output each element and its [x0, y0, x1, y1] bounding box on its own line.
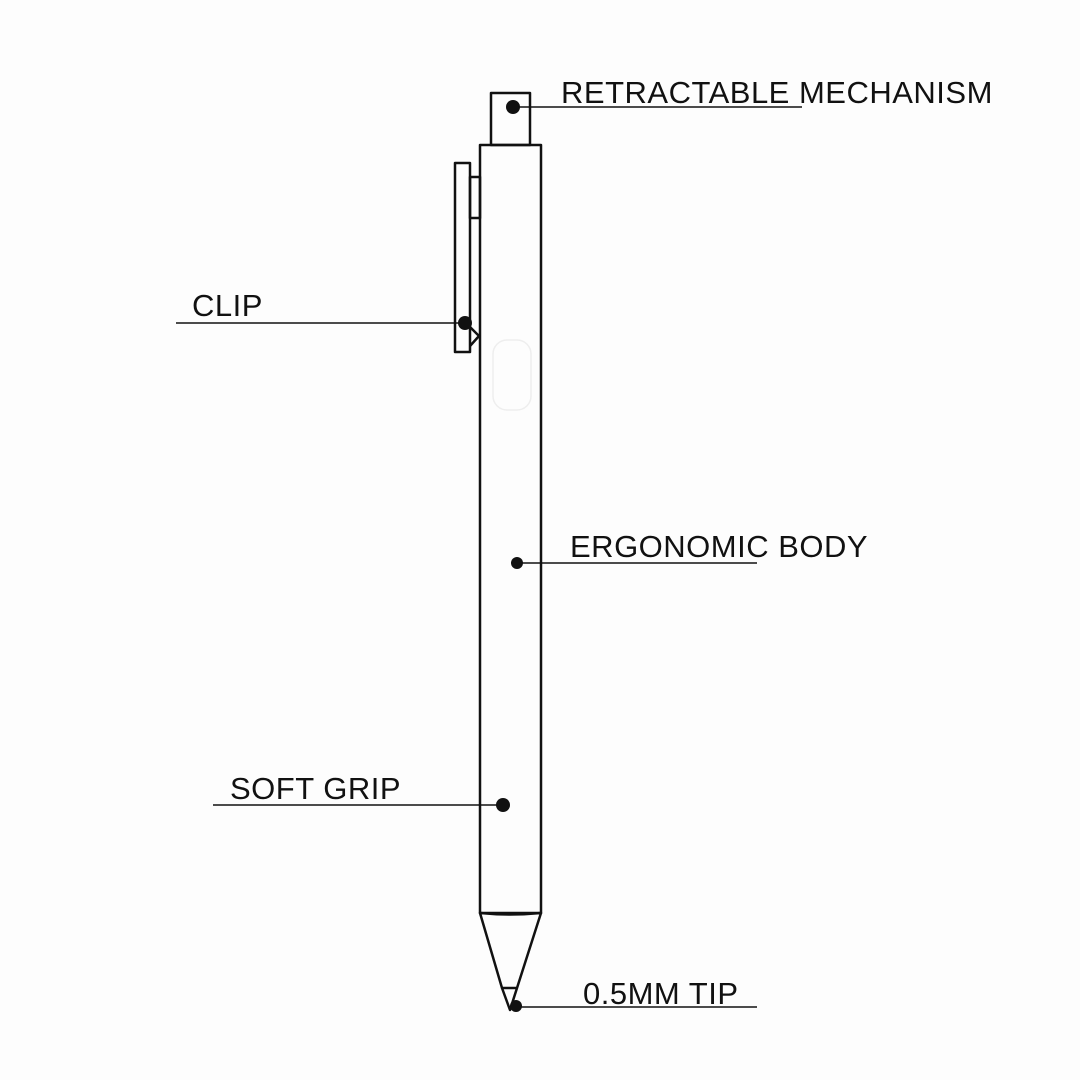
- clip-dot: [458, 316, 472, 330]
- clip-hook: [469, 326, 481, 347]
- label-tip: 0.5MM TIP: [583, 976, 739, 1011]
- tip-dot: [510, 1000, 522, 1012]
- pen-body: [478, 143, 543, 915]
- body-dot: [511, 557, 523, 569]
- clip: [453, 161, 472, 354]
- logo-emboss: [492, 339, 532, 411]
- pen-cone: [478, 911, 543, 990]
- grip-dot: [496, 798, 510, 812]
- clip-connector: [468, 175, 482, 220]
- pen-tip: [500, 987, 519, 1012]
- label-ergonomic-body: ERGONOMIC BODY: [570, 529, 869, 564]
- mechanism-dot: [506, 100, 520, 114]
- label-soft-grip: SOFT GRIP: [230, 771, 402, 806]
- label-retractable-mechanism: RETRACTABLE MECHANISM: [561, 75, 993, 110]
- label-clip: CLIP: [192, 288, 263, 323]
